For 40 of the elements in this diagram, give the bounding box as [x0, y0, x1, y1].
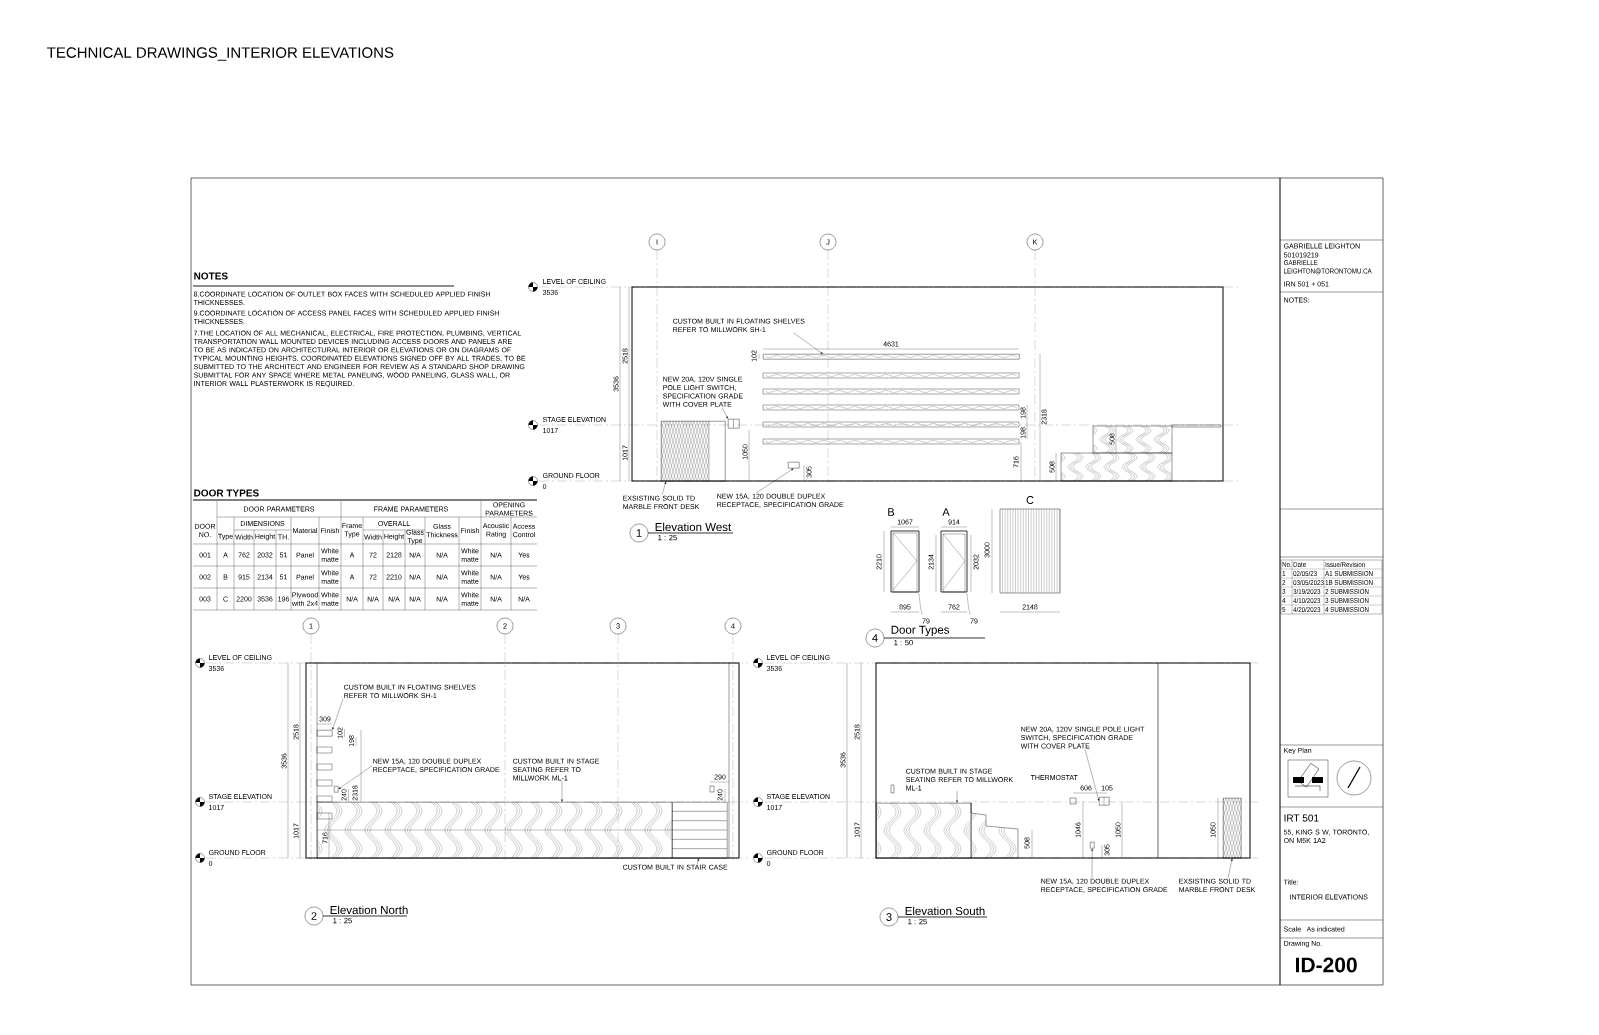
view-title: Elevation West — [647, 522, 734, 534]
switch-plate — [1099, 796, 1110, 806]
stage-seating — [876, 802, 1019, 859]
view-number: 4 — [865, 628, 885, 648]
leader-line — [696, 858, 700, 865]
leader-line — [561, 781, 563, 802]
shelf — [763, 354, 1020, 360]
door-type-letter: C — [1026, 496, 1034, 504]
leader-line — [1091, 848, 1094, 879]
leader-line — [338, 765, 373, 790]
leader-line — [332, 698, 344, 730]
door-type-letter: A — [942, 508, 950, 516]
marble-desk — [661, 420, 726, 482]
stage-seating — [316, 802, 673, 859]
project-name: IRT 501 — [1284, 814, 1319, 822]
page-title: TECHNICAL DRAWINGS_INTERIOR ELEVATIONS — [47, 47, 394, 61]
view-title: Door Types — [883, 625, 986, 639]
view-number: 1 — [629, 523, 649, 543]
view-title: Elevation South — [897, 906, 988, 918]
section-heading: NOTES — [194, 272, 228, 280]
marble-desk — [1223, 798, 1242, 859]
leader-line — [721, 407, 728, 419]
switch-plate — [728, 418, 740, 429]
leader-line — [793, 332, 823, 354]
outlet — [1090, 842, 1095, 849]
leader-line — [956, 790, 958, 803]
leader-line — [755, 468, 794, 494]
leader-line — [1227, 858, 1233, 879]
section-heading: DOOR TYPES — [194, 489, 259, 497]
leader-line — [661, 481, 667, 496]
outlet — [788, 462, 800, 469]
outlet — [334, 786, 339, 793]
leader-line — [1084, 749, 1100, 801]
view-number: 3 — [879, 907, 899, 927]
drawing-number: ID-200 — [1296, 957, 1357, 973]
staircase — [671, 802, 728, 859]
shelf — [317, 730, 333, 737]
door-type-letter: B — [888, 508, 895, 516]
view-title: Elevation North — [322, 905, 408, 917]
view-number: 2 — [304, 906, 324, 926]
